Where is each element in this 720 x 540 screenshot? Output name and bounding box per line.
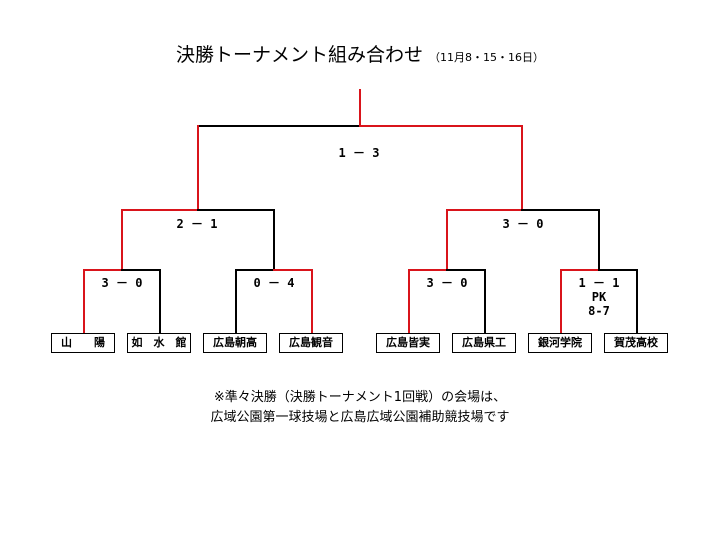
semi-score-2: 3 － 0 (502, 217, 544, 231)
quarter-score-1: 3 － 0 (101, 276, 143, 290)
team-box-4: 広島観音 (279, 333, 343, 353)
team-box-3: 広島朝高 (203, 333, 267, 353)
semi-score-1: 2 － 1 (176, 217, 218, 231)
quarter-score-4: 1 － 1 PK 8-7 (559, 276, 639, 318)
venue-note-line2: 広域公園第一球技場と広島広域公園補助競技場です (210, 410, 510, 425)
team-box-8: 賀茂高校 (604, 333, 668, 353)
pk-label: PK (591, 290, 607, 304)
venue-note-line1: ※準々決勝（決勝トーナメント1回戦）の会場は、 (213, 390, 507, 405)
quarter-score-4-main: 1 － 1 (578, 276, 620, 290)
quarter-score-3: 3 － 0 (426, 276, 468, 290)
venue-note: ※準々決勝（決勝トーナメント1回戦）の会場は、 広域公園第一球技場と広島広域公園… (0, 388, 720, 428)
team-box-2: 如 水 館 (127, 333, 191, 353)
pk-score: 8-7 (588, 304, 610, 318)
team-box-1: 山 陽 (51, 333, 115, 353)
team-box-6: 広島県工 (452, 333, 516, 353)
final-score: 1 － 3 (338, 146, 380, 160)
quarter-score-2: 0 － 4 (253, 276, 295, 290)
title-main: 決勝トーナメント組み合わせ (175, 44, 423, 66)
page-title: 決勝トーナメント組み合わせ （11月8・15・16日） (0, 40, 720, 67)
team-box-7: 銀河学院 (528, 333, 592, 353)
title-dates: （11月8・15・16日） (429, 51, 544, 64)
team-box-5: 広島皆実 (376, 333, 440, 353)
